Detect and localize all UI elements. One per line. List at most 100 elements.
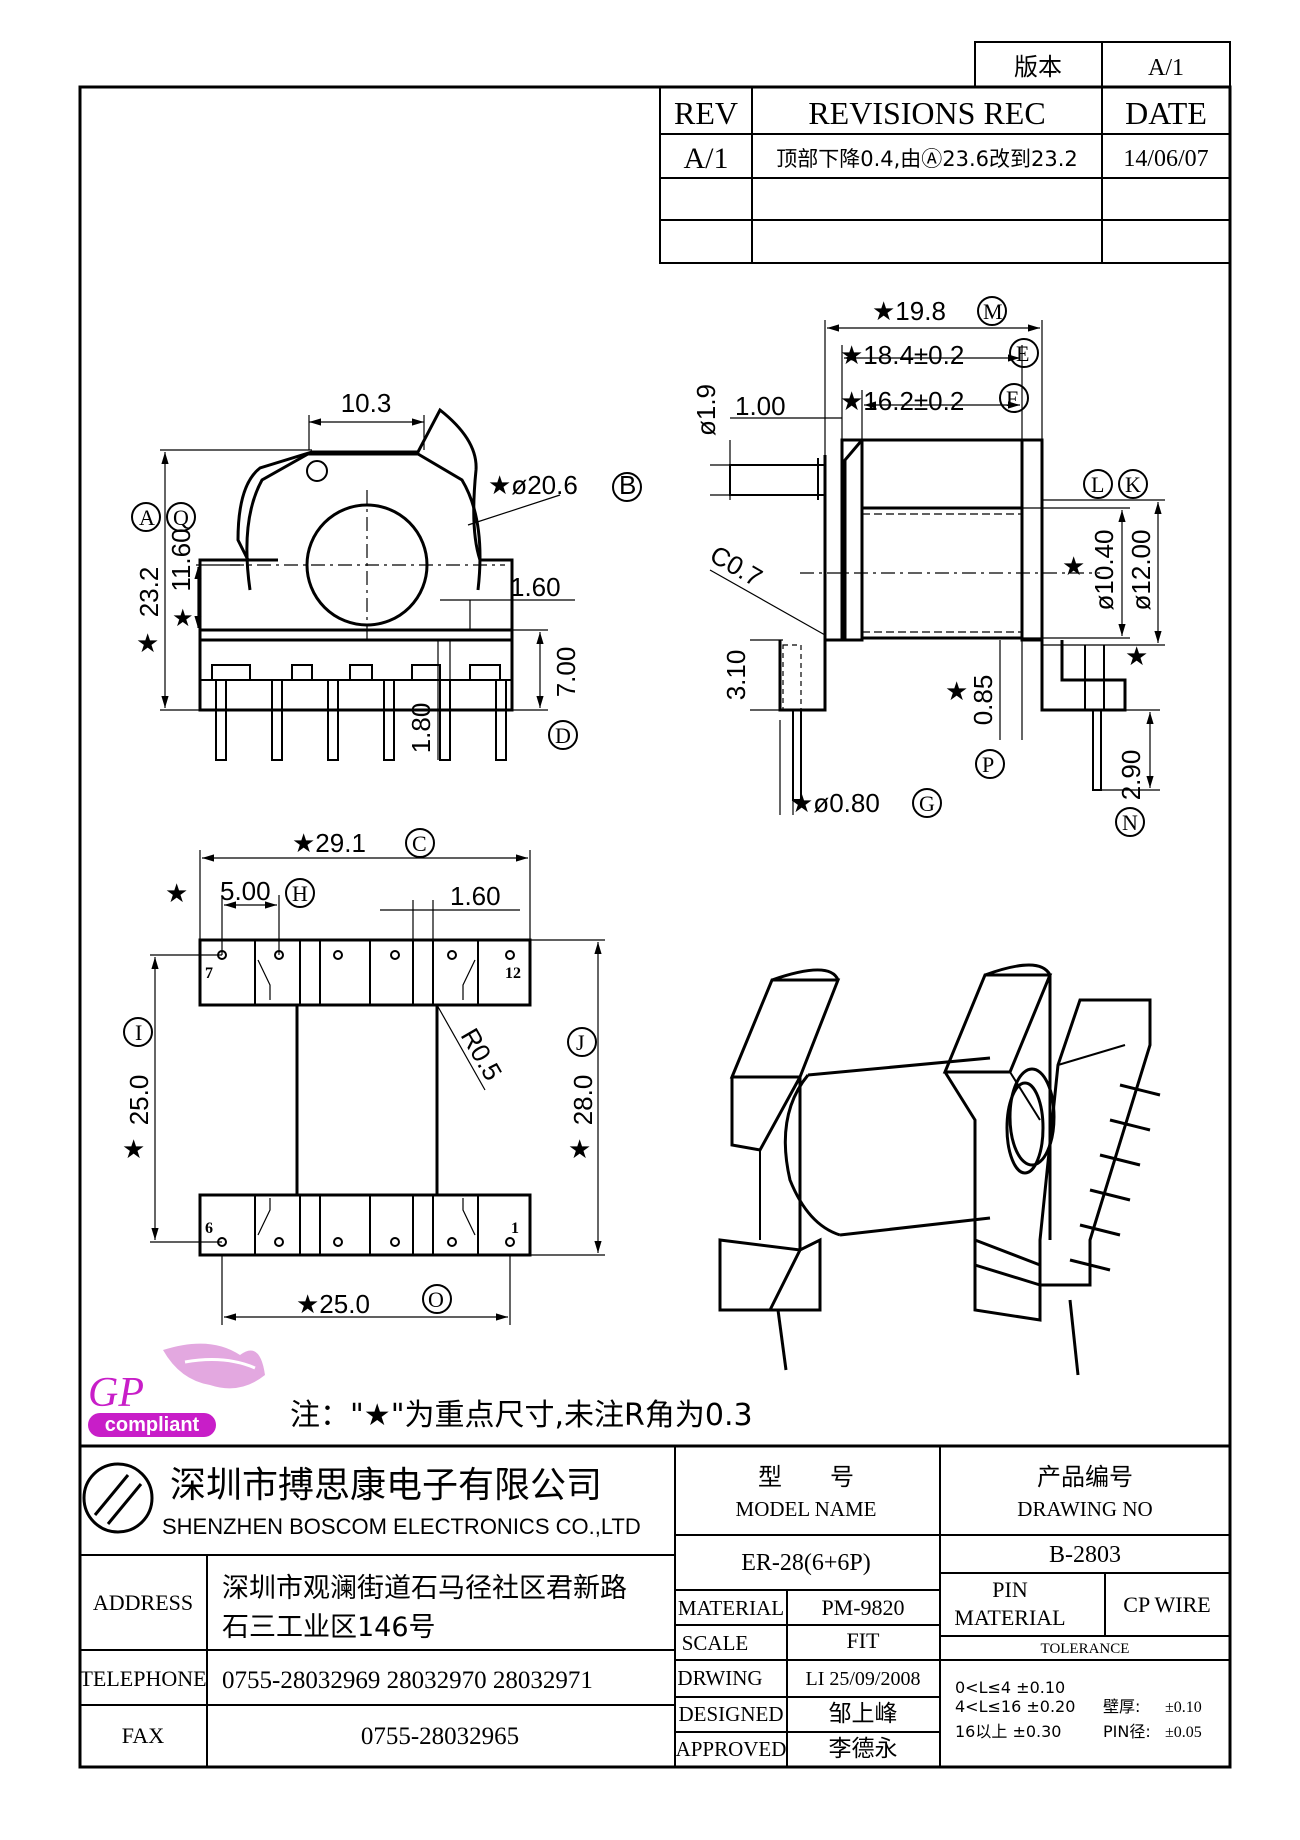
dim-d1200: ø12.00 xyxy=(1126,530,1156,611)
wall-thickness-label: 壁厚: xyxy=(1103,1697,1140,1716)
dim-h180: 1.80 xyxy=(406,703,436,754)
pin-label-6: 6 xyxy=(205,1220,213,1237)
tolerance-row-2: 4<L≤16 ±0.20 xyxy=(955,1697,1075,1716)
label-l: L xyxy=(1091,472,1104,497)
rev-header: REV xyxy=(674,95,738,131)
pin-material-label-2: MATERIAL xyxy=(954,1605,1065,1630)
drawing-by-value: LI 25/09/2008 xyxy=(806,1668,921,1690)
pin-label-12: 12 xyxy=(505,965,521,982)
dim-r05: R0.5 xyxy=(455,1023,508,1086)
label-a: A xyxy=(139,505,155,530)
pin-material-label-1: PIN xyxy=(992,1577,1028,1602)
approved-label: APPROVED xyxy=(676,1737,787,1761)
address-label: ADDRESS xyxy=(93,1590,193,1615)
pin-diameter-label: PIN径: xyxy=(1103,1722,1151,1741)
label-q: Q xyxy=(173,505,189,530)
revision-row-rec: 顶部下降0.4,由Ⓐ23.6改到23.2 xyxy=(776,147,1078,171)
star-d1040: ★ xyxy=(1062,552,1085,582)
label-j: J xyxy=(576,1030,585,1055)
wall-thickness-value: ±0.10 xyxy=(1165,1699,1202,1716)
label-h: H xyxy=(292,881,308,906)
designed-value: 邹上峰 xyxy=(829,1701,898,1727)
approved-value: 李德永 xyxy=(829,1736,898,1762)
version-label: 版本 xyxy=(1014,53,1062,81)
company-name-en: SHENZHEN BOSCOM ELECTRONICS CO.,LTD xyxy=(162,1514,641,1539)
gp-logo: GP compliant xyxy=(88,1343,265,1437)
designed-label: DESIGNED xyxy=(679,1702,784,1726)
dim-d290: 2.90 xyxy=(1116,750,1146,801)
dim-d100: 1.00 xyxy=(735,391,786,421)
dim-flange-dia: ★ø20.6 xyxy=(488,470,578,500)
material-label: MATERIAL xyxy=(678,1596,784,1620)
fax-label: FAX xyxy=(122,1723,164,1748)
label-g: G xyxy=(919,791,935,816)
side-view: ø1.9 1.00 ★19.8 M ★18.4±0.2 E ★16.2±0.2 … xyxy=(691,296,1165,837)
company-name-cn: 深圳市搏思康电子有限公司 xyxy=(170,1465,602,1506)
material-value: PM-9820 xyxy=(821,1595,904,1620)
drawing-border xyxy=(78,85,1232,1769)
isometric-view xyxy=(718,963,1161,1376)
label-o: O xyxy=(428,1287,444,1312)
star-height-q: ★ xyxy=(172,604,194,632)
dim-d160b: 1.60 xyxy=(450,881,501,911)
label-e: E xyxy=(1016,341,1029,366)
tolerance-row-1: 0<L≤4 ±0.10 xyxy=(955,1678,1065,1697)
label-m: M xyxy=(983,299,1003,324)
dim-d250b: ★25.0 xyxy=(296,1289,370,1319)
label-i: I xyxy=(135,1020,142,1045)
tolerance-row-3: 16以上 ±0.30 xyxy=(955,1722,1061,1741)
label-c: C xyxy=(412,831,427,856)
dim-d162: ★16.2±0.2 xyxy=(840,386,964,416)
revisions-table: REV REVISIONS REC DATE A/1 顶部下降0.4,由Ⓐ23.… xyxy=(659,86,1231,264)
dim-pin-080: ★ø0.80 xyxy=(790,788,880,818)
address-line2: 石三工业区146号 xyxy=(222,1612,436,1643)
revision-row-rev: A/1 xyxy=(684,142,729,175)
dim-slot-160: 1.60 xyxy=(510,572,561,602)
dim-d291: ★29.1 xyxy=(292,828,366,858)
drawing-by-label: DRWING xyxy=(677,1666,762,1690)
dim-pin-dia-19: ø1.9 xyxy=(691,384,721,436)
rec-header: REVISIONS REC xyxy=(808,95,1045,131)
telephone-value: 0755-28032969 28032970 28032971 xyxy=(222,1667,593,1694)
model-name-en: MODEL NAME xyxy=(736,1497,877,1521)
fax-value: 0755-28032965 xyxy=(361,1723,519,1750)
telephone-label: TELEPHONE xyxy=(79,1666,206,1691)
label-k: K xyxy=(1125,472,1141,497)
dim-d310: 3.10 xyxy=(721,650,751,701)
dim-height-a: 23.2 xyxy=(134,567,164,618)
version-box: 版本 A/1 xyxy=(974,41,1231,88)
dim-d250: 25.0 xyxy=(124,1075,154,1126)
dim-top-width: 10.3 xyxy=(341,388,392,418)
pin-material-value: CP WIRE xyxy=(1123,1592,1210,1617)
dim-height-q: 11.60 xyxy=(166,528,196,591)
gp-logo-compliant: compliant xyxy=(105,1414,200,1436)
version-value: A/1 xyxy=(1148,55,1184,81)
star-height-a: ★ xyxy=(136,629,159,659)
drawing-no-value: B-2803 xyxy=(1049,1542,1121,1568)
star-d280: ★ xyxy=(568,1135,591,1165)
dim-h700: 7.00 xyxy=(551,647,581,698)
dim-d085: 0.85 xyxy=(968,675,998,726)
title-block: 深圳市搏思康电子有限公司 SHENZHEN BOSCOM ELECTRONICS… xyxy=(79,1444,1230,1767)
drawing-note: 注："★"为重点尺寸,未注R角为0.3 xyxy=(290,1398,753,1433)
drawing-no-en: DRAWING NO xyxy=(1017,1497,1152,1521)
drawing-no-cn: 产品编号 xyxy=(1037,1463,1133,1491)
scale-value: FIT xyxy=(847,1628,881,1653)
pin-diameter-value: ±0.05 xyxy=(1165,1724,1202,1741)
bottom-view: 7 12 6 1 ★29.1 C 5.00 ★ H 1.60 25.0 ★ I … xyxy=(122,828,605,1325)
date-header: DATE xyxy=(1125,95,1207,131)
pin-label-1: 1 xyxy=(511,1220,519,1237)
star-d500: ★ xyxy=(165,879,188,909)
gp-logo-text: GP xyxy=(88,1370,144,1416)
revision-row-date: 14/06/07 xyxy=(1123,146,1208,172)
dim-d198: ★19.8 xyxy=(872,296,946,326)
pin-label-7: 7 xyxy=(205,965,213,982)
model-name-value: ER-28(6+6P) xyxy=(741,1550,871,1576)
dim-d184: ★18.4±0.2 xyxy=(840,340,964,370)
model-name-cn: 型 号 xyxy=(758,1463,854,1491)
label-d: D xyxy=(555,723,571,748)
label-n: N xyxy=(1122,810,1138,835)
label-b: B xyxy=(619,470,636,500)
scale-label: SCALE xyxy=(682,1631,749,1655)
label-p: P xyxy=(982,752,994,777)
